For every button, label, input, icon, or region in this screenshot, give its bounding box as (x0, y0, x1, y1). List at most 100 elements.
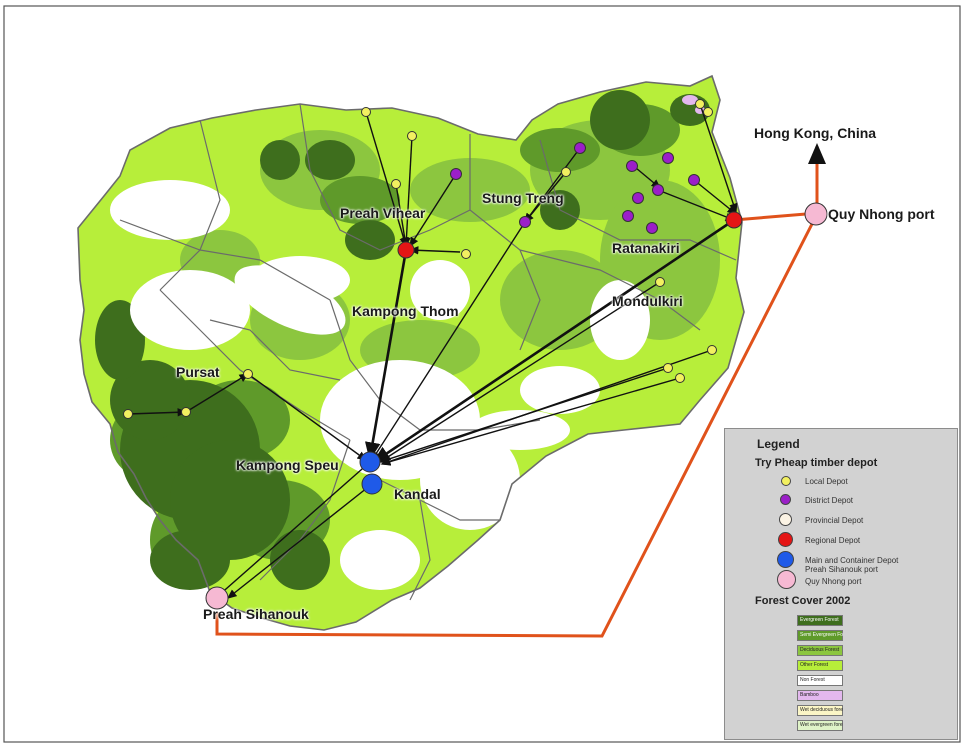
district-depot (652, 184, 664, 196)
regional-depot (397, 241, 415, 259)
province-boundary (329, 299, 541, 431)
local-depot (663, 363, 673, 373)
legend-deciduous-swatch (797, 645, 843, 656)
label-pursat: Pursat (176, 364, 220, 380)
shipping-routes (215, 143, 826, 638)
timber-flows (127, 103, 738, 599)
legend-quy-nhong-port: Quy Nhong port (805, 577, 862, 586)
legend-regional-depot: Regional Depot (805, 536, 861, 545)
province-boundary (299, 103, 471, 251)
district-depot (519, 216, 531, 228)
legend-title: Legend (757, 437, 800, 451)
legend-local-depot: Local Depot (805, 477, 848, 486)
legend-preah-sihanouk-port: Preah Sihanouk port (805, 565, 878, 574)
evergreen-patch (270, 530, 330, 590)
label-kampong-thom: Kampong Thom (352, 303, 459, 319)
timber-flow-arrow (226, 483, 373, 599)
local-depot (675, 373, 685, 383)
non-forest-area (590, 280, 650, 360)
province-boundary (159, 289, 351, 441)
local-depot (655, 277, 665, 287)
local-depot (407, 131, 417, 141)
district-depot (574, 142, 586, 154)
timber-flow-arrow (364, 249, 408, 461)
district-depot (626, 160, 638, 172)
non-forest-area (420, 430, 520, 530)
local-depot (561, 167, 571, 177)
non-forest-area (470, 410, 570, 450)
evergreen-patch (150, 530, 230, 590)
depots (123, 99, 828, 610)
district-depot (450, 168, 462, 180)
label-kandal: Kandal (394, 486, 441, 502)
timber-flow-arrow (371, 218, 735, 464)
legend-semi-evergreen-forest: Semi Evergreen Forest (800, 632, 843, 638)
regional-depot (725, 211, 743, 229)
non-forest-area (410, 260, 470, 320)
province-boundary (159, 119, 221, 291)
timber-flow-arrow (395, 183, 409, 248)
legend-panel: Legend Try Pheap timber depot Local Depo… (724, 428, 958, 740)
legend-provincial-depot: Provincial Depot (805, 516, 864, 525)
local-depot (391, 179, 401, 189)
district-depot (646, 222, 658, 234)
legend-evergreen-forest: Evergreen Forest (800, 617, 839, 623)
timber-flow-arrow (247, 373, 368, 461)
main-container-depot (359, 451, 381, 473)
tonle-sap-lake (234, 265, 346, 335)
main-container-depot (361, 473, 383, 495)
evergreen-patch (305, 140, 355, 180)
country-outline (77, 74, 745, 631)
timber-flow-arrow (380, 377, 681, 466)
local-depot (181, 407, 191, 417)
non-forest-area (130, 270, 250, 350)
route-sihanouk-to-quy-nhong (215, 223, 814, 638)
local-depot (695, 99, 705, 109)
legend-non-forest: Non Forest (800, 677, 825, 683)
label-preah-vihear: Preah Vihear (340, 205, 426, 221)
legend-deciduous-forest: Deciduous Forest (800, 647, 840, 653)
label-quy-nhong-port: Quy Nhong port (828, 206, 935, 222)
legend-non-forest-swatch (797, 675, 843, 686)
local-depot (461, 249, 471, 259)
legend-port-symbol (777, 570, 796, 589)
local-depot (123, 409, 133, 419)
timber-flow-arrow (408, 246, 461, 255)
district-depot (622, 210, 634, 222)
province-boundary (379, 479, 500, 521)
legend-wet-deciduous-forest: Wet deciduous forest (800, 707, 843, 713)
legend-forest-title: Forest Cover 2002 (755, 595, 851, 607)
timber-flow-arrow (699, 103, 738, 214)
label-stung-treng: Stung Treng (482, 190, 564, 206)
label-preah-sihanouk: Preah Sihanouk (203, 606, 309, 622)
local-depot (703, 107, 713, 117)
timber-flow-arrow (185, 373, 250, 413)
local-depot (361, 107, 371, 117)
timber-flow-arrow (365, 111, 408, 248)
semi-evergreen-patch (520, 128, 600, 172)
province-boundary (519, 249, 701, 331)
local-depot (707, 345, 717, 355)
legend-local-depot-symbol (781, 476, 791, 486)
legend-main-depot: Main and Container Depot (805, 556, 899, 565)
timber-flow-arrow (371, 221, 526, 462)
non-forest-area (520, 366, 600, 414)
legend-provincial-depot-symbol (779, 513, 792, 526)
legend-other-forest: Other Forest (800, 662, 829, 668)
legend-wet-deciduous-swatch (797, 705, 843, 716)
label-mondulkiri: Mondulkiri (612, 293, 683, 309)
legend-other-forest-swatch (797, 660, 843, 671)
timber-flow-arrow (216, 461, 371, 597)
non-forest-area (340, 530, 420, 590)
timber-flow-arrow (378, 281, 661, 463)
legend-wet-evergreen-forest: Wet evergreen forest (800, 722, 843, 728)
legend-bamboo: Bamboo (800, 692, 819, 698)
timber-flow-arrow (524, 147, 581, 224)
district-depot (662, 152, 674, 164)
port-quy-nhong (804, 202, 828, 226)
timber-flow-arrow (524, 171, 567, 224)
evergreen-patch (170, 440, 290, 560)
semi-evergreen-patch (320, 176, 400, 224)
